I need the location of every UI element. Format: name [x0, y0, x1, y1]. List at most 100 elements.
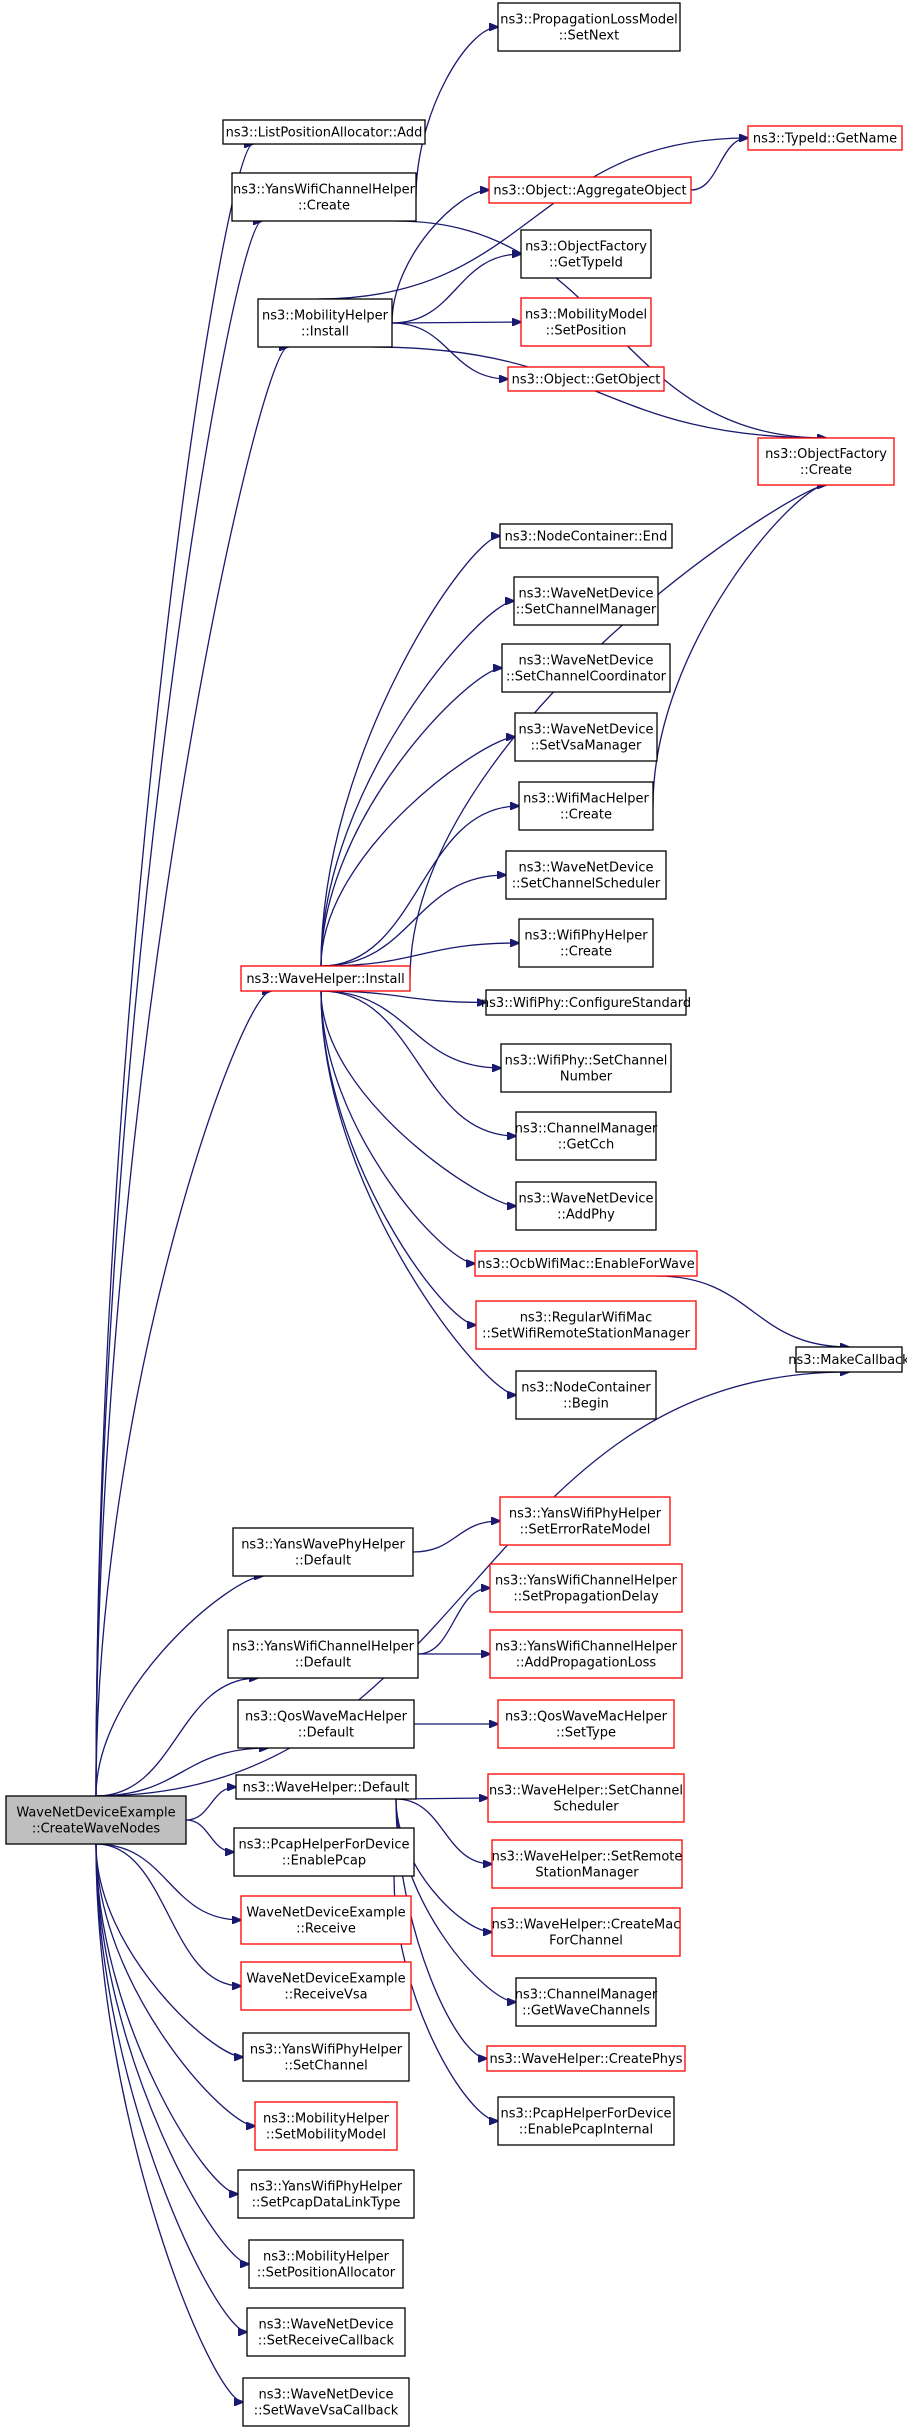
node-seterrrate[interactable]: ns3::YansWifiPhyHelper::SetErrorRateMode… [499, 1496, 671, 1546]
node-wndsetchcoord[interactable]: ns3::WaveNetDevice::SetChannelCoordinato… [501, 643, 671, 693]
node-objfactgettypeid[interactable]: ns3::ObjectFactory::GetTypeId [520, 229, 652, 279]
node-label: ::GetWaveChannels [522, 2004, 650, 2019]
edge-aggobj-to-typeidgetname [690, 138, 748, 191]
node-label: ::GetTypeId [549, 256, 623, 271]
node-wifimaccreate[interactable]: ns3::WifiMacHelper::Create [518, 781, 654, 831]
node-label: ::Default [295, 1554, 351, 1569]
edge-yanswavephydef-to-seterrrate [412, 1521, 500, 1553]
node-wndsetchmgr[interactable]: ns3::WaveNetDevice::SetChannelManager [513, 576, 659, 626]
node-label: ns3::YansWavePhyHelper [241, 1538, 405, 1553]
edge-yanschcreate-to-propsetnext [415, 27, 498, 198]
node-mobinstall[interactable]: ns3::MobilityHelper::Install [257, 298, 393, 348]
node-label: ::AddPhy [557, 1208, 615, 1223]
edge-root-to-wndsetvsacb [95, 1843, 243, 2402]
node-label: ns3::WaveHelper::SetChannel [489, 1784, 683, 1799]
node-label: ::Default [298, 1726, 354, 1741]
node-typeidgetname[interactable]: ns3::TypeId::GetName [747, 125, 903, 151]
node-mobsetposalloc[interactable]: ns3::MobilityHelper::SetPositionAllocato… [248, 2239, 404, 2289]
edge-ocbenable-to-makecallback [656, 1275, 849, 1347]
node-regmac[interactable]: ns3::RegularWifiMac::SetWifiRemoteStatio… [475, 1300, 697, 1350]
node-label: ::Create [560, 808, 612, 823]
node-label: ns3::WaveNetDevice [518, 587, 653, 602]
node-wndsetrecvcb[interactable]: ns3::WaveNetDevice::SetReceiveCallback [246, 2307, 406, 2357]
node-wndsetvsa[interactable]: ns3::WaveNetDevice::SetVsaManager [514, 712, 658, 762]
node-box [237, 1699, 415, 1749]
node-chmgrgetwave[interactable]: ns3::ChannelManager::GetWaveChannels [515, 1977, 658, 2027]
edge-root-to-yanssetpcap [95, 1843, 238, 2194]
node-label: ::SetType [556, 1726, 616, 1741]
node-wndaddphy[interactable]: ns3::WaveNetDevice::AddPhy [515, 1181, 657, 1231]
edge-mobinstall-to-objfactcreate [371, 346, 826, 438]
node-box [747, 125, 903, 151]
node-listpos[interactable]: ns3::ListPositionAllocator::Add [222, 119, 426, 145]
node-label: ns3::PropagationLossModel [500, 13, 678, 28]
node-label: ns3::ObjectFactory [525, 240, 647, 255]
node-box [520, 229, 652, 279]
node-label: ns3::NodeContainer [521, 1381, 651, 1396]
node-pcapinternal[interactable]: ns3::PcapHelperForDevice::EnablePcapInte… [497, 2096, 675, 2146]
node-wnderecvsa[interactable]: WaveNetDeviceExample::ReceiveVsa [240, 1961, 412, 2011]
node-label: ::SetReceiveCallback [258, 2334, 395, 2349]
node-label: ::Create [560, 945, 612, 960]
edge-root-to-waveinstall [95, 991, 271, 1797]
node-wndereceive[interactable]: WaveNetDeviceExample::Receive [240, 1895, 412, 1945]
edge-root-to-yanschdef [95, 1678, 258, 1797]
node-label: ns3::Object::AggregateObject [493, 184, 686, 199]
node-yanssetpcap[interactable]: ns3::YansWifiPhyHelper::SetPcapDataLinkT… [237, 2169, 415, 2219]
node-box [237, 2169, 415, 2219]
node-yanswavephydef[interactable]: ns3::YansWavePhyHelper::Default [232, 1527, 414, 1577]
node-box [520, 297, 652, 347]
node-yansphysetch[interactable]: ns3::YansWifiPhyHelper::SetChannel [242, 2032, 410, 2082]
node-nodecontbegin[interactable]: ns3::NodeContainer::Begin [515, 1370, 657, 1420]
edge-mobinstall-to-objfactgettypeid [391, 254, 521, 324]
node-box [515, 1111, 657, 1161]
node-label: ns3::PcapHelperForDevice [501, 2107, 672, 2122]
node-wavesetchsched[interactable]: ns3::WaveHelper::SetChannelScheduler [487, 1773, 685, 1823]
node-label: ::GetCch [558, 1138, 614, 1153]
node-qossettype[interactable]: ns3::QosWaveMacHelper::SetType [497, 1699, 675, 1749]
node-label: ns3::QosWaveMacHelper [505, 1710, 668, 1725]
node-box [491, 1907, 681, 1957]
node-objgetobject[interactable]: ns3::Object::GetObject [507, 366, 665, 392]
node-wavecreatephys[interactable]: ns3::WaveHelper::CreatePhys [486, 2045, 686, 2072]
node-aggobj[interactable]: ns3::Object::AggregateObject [488, 176, 692, 204]
node-wifiphycreate[interactable]: ns3::WifiPhyHelper::Create [518, 918, 654, 968]
node-label: WaveNetDeviceExample [246, 1906, 405, 1921]
node-label: ns3::OcbWifiMac::EnableForWave [477, 1257, 694, 1272]
node-label: ns3::WifiPhyHelper [524, 929, 648, 944]
node-label: ns3::WaveNetDevice [258, 2318, 393, 2333]
node-label: ns3::WaveHelper::SetRemote [492, 1850, 683, 1865]
node-mobmodelsetpos[interactable]: ns3::MobilityModel::SetPosition [520, 297, 652, 347]
node-label: ::AddPropagationLoss [516, 1656, 657, 1671]
node-waveinstall[interactable]: ns3::WaveHelper::Install [240, 965, 411, 992]
node-yanschdef[interactable]: ns3::YansWifiChannelHelper::Default [227, 1629, 419, 1679]
node-wifiphyconfstd[interactable]: ns3::WifiPhy::ConfigureStandard [481, 989, 691, 1016]
node-objfactcreate[interactable]: ns3::ObjectFactory::Create [757, 437, 895, 486]
node-box [246, 2307, 406, 2357]
node-root[interactable]: WaveNetDeviceExample::CreateWaveNodes [5, 1795, 187, 1845]
node-yanschcreate[interactable]: ns3::YansWifiChannelHelper::Create [231, 172, 417, 222]
node-box [500, 1043, 672, 1093]
node-box [515, 1977, 657, 2027]
node-label: ForChannel [549, 1934, 623, 1949]
node-pcapenable[interactable]: ns3::PcapHelperForDevice::EnablePcap [233, 1827, 415, 1877]
node-setpropdelay[interactable]: ns3::YansWifiChannelHelper::SetPropagati… [489, 1563, 683, 1613]
node-chmgrgetcch[interactable]: ns3::ChannelManager::GetCch [515, 1111, 658, 1161]
node-propsetnext[interactable]: ns3::PropagationLossModel::SetNext [497, 2, 681, 52]
node-nodecontend[interactable]: ns3::NodeContainer::End [499, 523, 673, 549]
node-ocbenable[interactable]: ns3::OcbWifiMac::EnableForWave [474, 1250, 698, 1277]
node-wndsetvsacb[interactable]: ns3::WaveNetDevice::SetWaveVsaCallback [242, 2377, 410, 2427]
edge-waveinstall-to-wndaddphy [320, 990, 516, 1206]
node-mobsetmodel[interactable]: ns3::MobilityHelper::SetMobilityModel [254, 2101, 398, 2151]
node-wavedef[interactable]: ns3::WaveHelper::Default [235, 1774, 417, 1800]
node-label: ns3::MobilityModel [525, 308, 647, 323]
node-label: ::SetChannelScheduler [512, 877, 661, 892]
node-label: ns3::YansWifiPhyHelper [509, 1507, 662, 1522]
node-makecallback[interactable]: ns3::MakeCallback [788, 1346, 907, 1373]
node-addproploss[interactable]: ns3::YansWifiChannelHelper::AddPropagati… [489, 1629, 683, 1679]
node-qosdef[interactable]: ns3::QosWaveMacHelper::Default [237, 1699, 415, 1749]
node-wndsetchsched[interactable]: ns3::WaveNetDevice::SetChannelScheduler [505, 850, 667, 900]
